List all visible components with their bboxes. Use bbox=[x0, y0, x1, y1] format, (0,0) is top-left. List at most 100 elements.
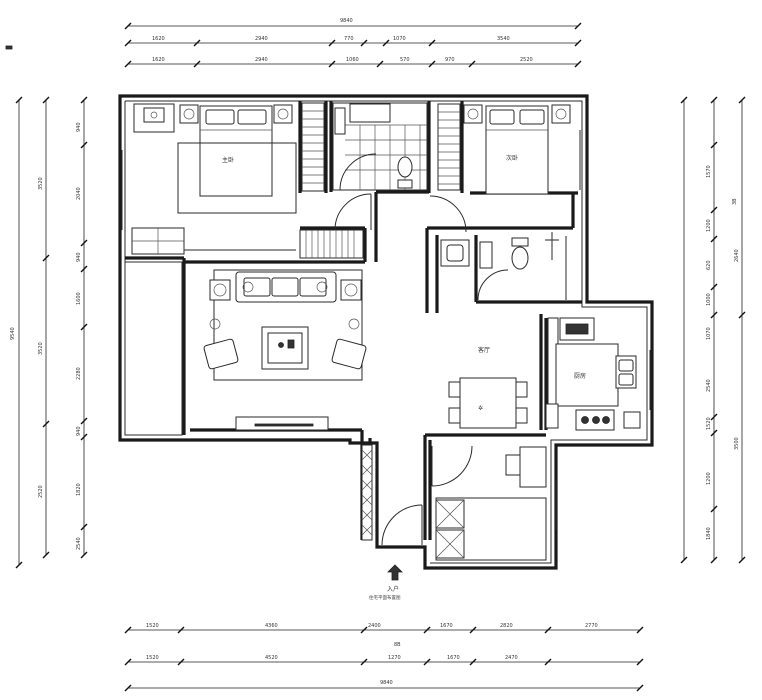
right-inner-dim-4: 1000 bbox=[706, 293, 712, 306]
wardrobe bbox=[437, 103, 461, 191]
balcony-panel bbox=[124, 261, 183, 436]
shoe-cabinet bbox=[361, 444, 373, 541]
chair bbox=[448, 381, 461, 398]
bottom-dim-2-3: 1270 bbox=[388, 655, 401, 661]
bottom-mid-label: 8B bbox=[394, 642, 401, 648]
bottom-dim-1-1: 1520 bbox=[146, 623, 159, 629]
armchair bbox=[203, 338, 239, 370]
top-total-dim: 9840 bbox=[340, 18, 353, 24]
right-outer-dim-2: 3500 bbox=[734, 437, 740, 450]
north-mark bbox=[5, 45, 13, 50]
left-outer-dim-3: 2520 bbox=[38, 485, 44, 498]
left-dimensions: 9540 3520 3520 2520 940 2040 940 1600 22… bbox=[10, 96, 88, 569]
chair bbox=[515, 381, 528, 398]
counter-bottom-left bbox=[545, 403, 559, 429]
left-total-dim: 9540 bbox=[10, 327, 16, 340]
rug bbox=[177, 142, 297, 214]
side-table bbox=[340, 279, 362, 301]
bathtub bbox=[349, 103, 391, 123]
bottom-dim-1-2: 4360 bbox=[265, 623, 278, 629]
toilet bbox=[397, 156, 413, 178]
kitchen-island bbox=[555, 343, 619, 407]
cabinet bbox=[623, 411, 641, 429]
living-room: 客厅 bbox=[124, 261, 490, 436]
chair bbox=[448, 407, 461, 424]
shelf bbox=[334, 107, 346, 135]
bottom-dim-2-2: 4520 bbox=[265, 655, 278, 661]
right-inner-dim-1: 1570 bbox=[706, 165, 712, 178]
armchair bbox=[331, 338, 367, 370]
master-bedroom: 主卧 bbox=[121, 102, 372, 259]
nightstand bbox=[551, 104, 571, 124]
side-table bbox=[209, 279, 231, 301]
toilet bbox=[511, 246, 529, 270]
nightstand bbox=[463, 104, 483, 124]
dining-plant-icon: ✲ bbox=[478, 405, 483, 412]
left-inner-dim-6: 940 bbox=[76, 426, 82, 436]
left-inner-dim-1: 940 bbox=[76, 122, 82, 132]
bottom-total-dim: 9840 bbox=[380, 680, 393, 686]
guest-bathroom bbox=[440, 232, 567, 301]
right-inner-dim-2: 1200 bbox=[706, 219, 712, 232]
left-inner-dim-3: 940 bbox=[76, 252, 82, 262]
top-dim-2-5: 970 bbox=[445, 57, 455, 63]
bottom-dim-2-1: 1520 bbox=[146, 655, 159, 661]
top-dim-2-2: 2940 bbox=[255, 57, 268, 63]
right-inner-dim-3: 620 bbox=[706, 260, 712, 270]
second-bedroom-label: 次卧 bbox=[506, 154, 518, 162]
top-dim-1-5: 3540 bbox=[497, 36, 510, 42]
wardrobe-lower bbox=[299, 229, 364, 259]
left-outer-dim-2: 3520 bbox=[38, 342, 44, 355]
nightstand bbox=[273, 104, 293, 124]
top-dim-2-3: 1060 bbox=[346, 57, 359, 63]
bottom-dim-1-3: 2400 bbox=[368, 623, 381, 629]
kitchen-label: 厨房 bbox=[574, 372, 586, 380]
dining-area: ✲ bbox=[448, 377, 528, 429]
right-outer-dim-1: 2640 bbox=[734, 249, 740, 262]
bottom-dim-1-4: 1670 bbox=[440, 623, 453, 629]
left-inner-dim-8: 2540 bbox=[76, 537, 82, 550]
top-dim-2-1: 1620 bbox=[152, 57, 165, 63]
right-inner-dim-5: 1070 bbox=[706, 327, 712, 340]
wardrobe bbox=[301, 102, 325, 192]
left-inner-dim-2: 2040 bbox=[76, 187, 82, 200]
master-bedroom-label: 主卧 bbox=[222, 156, 234, 164]
entrance-sublabel: 住宅平面布置图 bbox=[369, 594, 401, 601]
tv-cabinet bbox=[235, 416, 329, 431]
top-dim-1-3: 770 bbox=[344, 36, 354, 42]
top-dim-1-1: 1620 bbox=[152, 36, 165, 42]
top-dim-1-4: 1070 bbox=[393, 36, 406, 42]
right-inner-dim-8: 1200 bbox=[706, 472, 712, 485]
kitchen: 厨房 bbox=[545, 317, 651, 431]
living-room-label: 客厅 bbox=[478, 346, 490, 354]
bottom-dim-2-5: 2470 bbox=[505, 655, 518, 661]
study-room bbox=[431, 445, 557, 561]
nightstand bbox=[179, 104, 199, 124]
entrance-label: 入户 bbox=[387, 585, 399, 593]
entrance: 入户 住宅平面布置图 bbox=[361, 444, 423, 601]
left-outer-dim-1: 3520 bbox=[38, 177, 44, 190]
rug bbox=[213, 269, 363, 381]
right-inner-dim-6: 2540 bbox=[706, 379, 712, 392]
left-inner-dim-5: 2280 bbox=[76, 367, 82, 380]
left-inner-dim-4: 1600 bbox=[76, 292, 82, 305]
dining-table bbox=[459, 377, 517, 429]
top-dim-2-6: 2520 bbox=[520, 57, 533, 63]
top-dim-2-4: 570 bbox=[400, 57, 410, 63]
right-mid-label: 3B bbox=[732, 198, 738, 205]
desk bbox=[519, 446, 547, 488]
right-inner-dim-7: 1520 bbox=[706, 417, 712, 430]
desk-chair bbox=[505, 454, 521, 476]
bottom-dimensions: 1520 4360 2400 1670 2820 2770 8B 1520 45… bbox=[124, 623, 644, 692]
top-dimensions: 9840 1620 2940 770 1070 3540 1620 2940 1… bbox=[124, 18, 582, 68]
right-inner-dim-9: 1840 bbox=[706, 527, 712, 540]
bottom-dim-2-4: 1670 bbox=[447, 655, 460, 661]
top-dim-1-2: 2940 bbox=[255, 36, 268, 42]
bottom-dim-1-6: 2770 bbox=[585, 623, 598, 629]
top-bathroom bbox=[332, 102, 428, 191]
second-bedroom: 次卧 bbox=[429, 103, 581, 233]
right-dimensions: 1570 1200 620 1000 1070 2540 1520 1200 1… bbox=[680, 96, 746, 564]
chair bbox=[515, 407, 528, 424]
chair bbox=[143, 107, 165, 123]
